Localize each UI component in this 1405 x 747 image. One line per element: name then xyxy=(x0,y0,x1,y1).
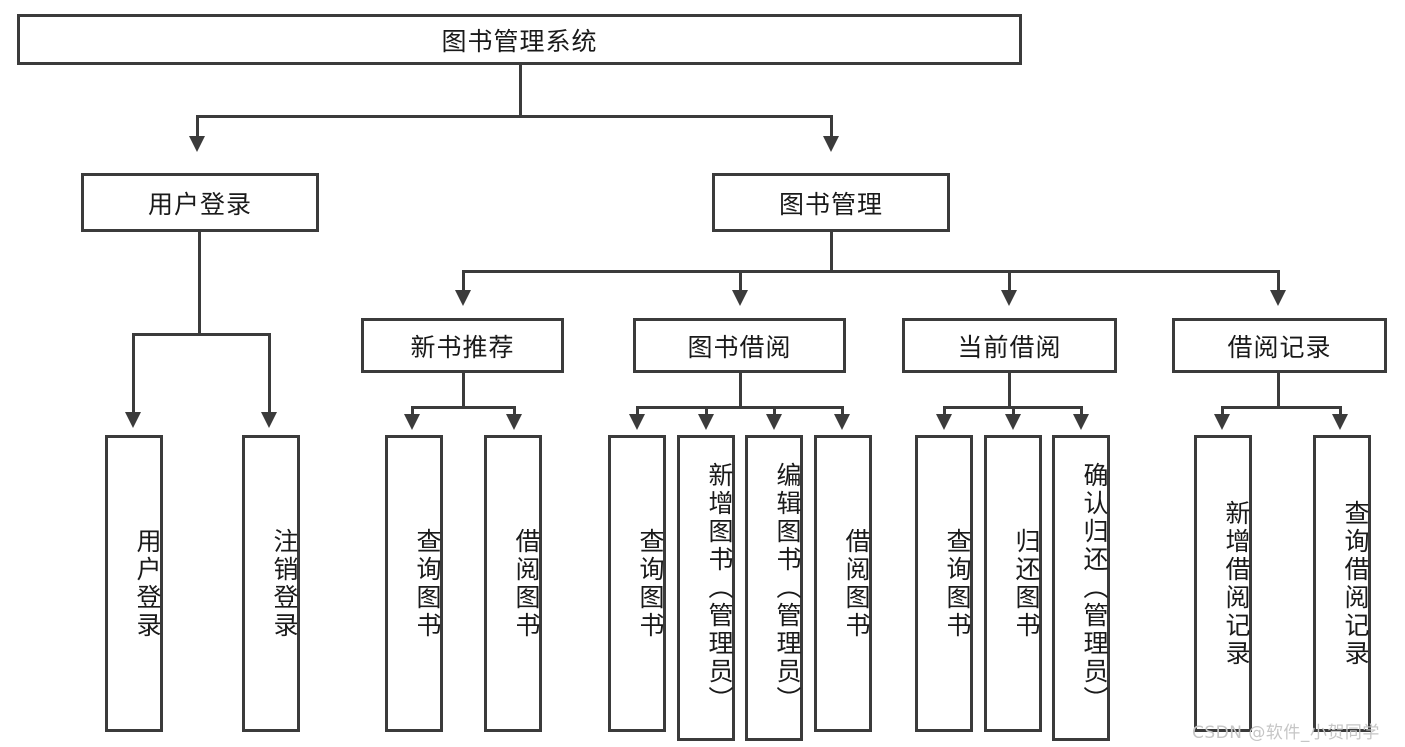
edge-record-to-leaf-1 xyxy=(1221,406,1224,417)
edge-borrow-stem xyxy=(739,373,742,408)
arrow-recommend-to-leaf-2 xyxy=(506,414,522,430)
leaf-query-borrow-record[interactable]: 查询借阅记录 xyxy=(1313,435,1371,732)
edge-record-stem xyxy=(1277,373,1280,408)
edge-current-to-leaf-1 xyxy=(943,406,946,417)
node-label: 确认归还（管理员） xyxy=(1080,462,1109,714)
arrow-current-to-leaf-1 xyxy=(936,414,952,430)
leaf-user-logout[interactable]: 注销登录 xyxy=(242,435,300,732)
edge-borrow-to-leaf-1 xyxy=(636,406,639,417)
edge-user-login-to-leaf-2 xyxy=(268,333,271,416)
leaf-edit-book-admin[interactable]: 编辑图书（管理员） xyxy=(745,435,803,741)
leaf-query-book-borrow[interactable]: 查询图书 xyxy=(608,435,666,732)
edge-borrow-to-leaf-4 xyxy=(841,406,844,417)
arrow-book-mgmt-to-l3-4 xyxy=(1270,290,1286,306)
leaf-query-book-recommend[interactable]: 查询图书 xyxy=(385,435,443,732)
leaf-borrow-book[interactable]: 借阅图书 xyxy=(814,435,872,732)
node-label: 当前借阅 xyxy=(957,332,1062,362)
arrow-book-mgmt-to-l3-1 xyxy=(455,290,471,306)
node-current-borrow[interactable]: 当前借阅 xyxy=(902,318,1117,373)
node-label: 归还图书 xyxy=(1012,527,1041,640)
arrow-recommend-to-leaf-1 xyxy=(404,414,420,430)
node-label: 查询图书 xyxy=(943,527,972,640)
node-label: 图书借阅 xyxy=(687,332,792,362)
edge-user-login-bar xyxy=(132,333,270,336)
node-label: 图书管理 xyxy=(778,189,883,219)
arrow-root-to-user-login xyxy=(189,136,205,152)
leaf-confirm-return-admin[interactable]: 确认归还（管理员） xyxy=(1052,435,1110,741)
node-label: 借阅记录 xyxy=(1227,332,1332,362)
node-user-login[interactable]: 用户登录 xyxy=(81,173,319,232)
node-root-system[interactable]: 图书管理系统 xyxy=(17,14,1022,65)
arrow-book-mgmt-to-l3-3 xyxy=(1001,290,1017,306)
arrow-current-to-leaf-2 xyxy=(1005,414,1021,430)
leaf-query-book-current[interactable]: 查询图书 xyxy=(915,435,973,732)
node-label: 图书管理系统 xyxy=(441,26,598,56)
arrow-borrow-to-leaf-2 xyxy=(698,414,714,430)
edge-book-mgmt-to-l3-2 xyxy=(739,270,742,293)
edge-current-to-leaf-2 xyxy=(1012,406,1015,417)
arrow-borrow-to-leaf-1 xyxy=(629,414,645,430)
node-label: 查询借阅记录 xyxy=(1341,499,1370,668)
edge-book-mgmt-to-l3-4 xyxy=(1277,270,1280,293)
node-label: 新增借阅记录 xyxy=(1222,499,1251,668)
edge-book-mgmt-bar xyxy=(462,270,1280,273)
node-label: 借阅图书 xyxy=(842,527,871,640)
edge-book-mgmt-to-l3-3 xyxy=(1008,270,1011,293)
arrow-current-to-leaf-3 xyxy=(1073,414,1089,430)
edge-book-mgmt-to-l3-1 xyxy=(462,270,465,293)
watermark-text: CSDN @软件_小贺同学 xyxy=(1192,723,1380,743)
edge-recommend-stem xyxy=(462,373,465,408)
node-label: 注销登录 xyxy=(270,527,299,640)
node-label: 新书推荐 xyxy=(410,332,515,362)
arrow-user-login-to-leaf-2 xyxy=(261,412,277,428)
edge-record-to-leaf-2 xyxy=(1339,406,1342,417)
node-label: 借阅图书 xyxy=(512,527,541,640)
edge-borrow-bar xyxy=(636,406,844,409)
edge-current-to-leaf-3 xyxy=(1080,406,1083,417)
node-label: 查询图书 xyxy=(413,527,442,640)
leaf-user-login[interactable]: 用户登录 xyxy=(105,435,163,732)
arrow-borrow-to-leaf-3 xyxy=(766,414,782,430)
edge-book-mgmt-stem xyxy=(830,232,833,272)
edge-user-login-to-leaf-1 xyxy=(132,333,135,416)
edge-root-to-user-login xyxy=(196,115,199,140)
leaf-add-book-admin[interactable]: 新增图书（管理员） xyxy=(677,435,735,741)
edge-record-bar xyxy=(1221,406,1341,409)
node-label: 查询图书 xyxy=(636,527,665,640)
leaf-return-book[interactable]: 归还图书 xyxy=(984,435,1042,732)
edge-borrow-to-leaf-2 xyxy=(705,406,708,417)
edge-recommend-to-leaf-1 xyxy=(411,406,414,417)
node-borrow-record[interactable]: 借阅记录 xyxy=(1172,318,1387,373)
csdn-watermark: CSDN @软件_小贺同学 xyxy=(1192,718,1380,743)
arrow-user-login-to-leaf-1 xyxy=(125,412,141,428)
edge-current-stem xyxy=(1008,373,1011,408)
edge-recommend-to-leaf-2 xyxy=(513,406,516,417)
arrow-record-to-leaf-2 xyxy=(1332,414,1348,430)
node-book-borrow[interactable]: 图书借阅 xyxy=(633,318,846,373)
node-new-book-recommend[interactable]: 新书推荐 xyxy=(361,318,564,373)
edge-borrow-to-leaf-3 xyxy=(773,406,776,417)
arrow-book-mgmt-to-l3-2 xyxy=(732,290,748,306)
leaf-add-borrow-record[interactable]: 新增借阅记录 xyxy=(1194,435,1252,732)
leaf-borrow-book-recommend[interactable]: 借阅图书 xyxy=(484,435,542,732)
edge-root-stem xyxy=(519,65,522,117)
edge-user-login-stem xyxy=(198,232,201,335)
node-book-management[interactable]: 图书管理 xyxy=(712,173,950,232)
edge-root-to-book-mgmt xyxy=(830,115,833,140)
edge-recommend-bar xyxy=(411,406,515,409)
node-label: 用户登录 xyxy=(133,527,162,640)
arrow-root-to-book-mgmt xyxy=(823,136,839,152)
edge-root-bar xyxy=(196,115,833,118)
arrow-borrow-to-leaf-4 xyxy=(834,414,850,430)
node-label: 编辑图书（管理员） xyxy=(773,462,802,714)
node-label: 新增图书（管理员） xyxy=(705,462,734,714)
arrow-record-to-leaf-1 xyxy=(1214,414,1230,430)
node-label: 用户登录 xyxy=(147,189,252,219)
